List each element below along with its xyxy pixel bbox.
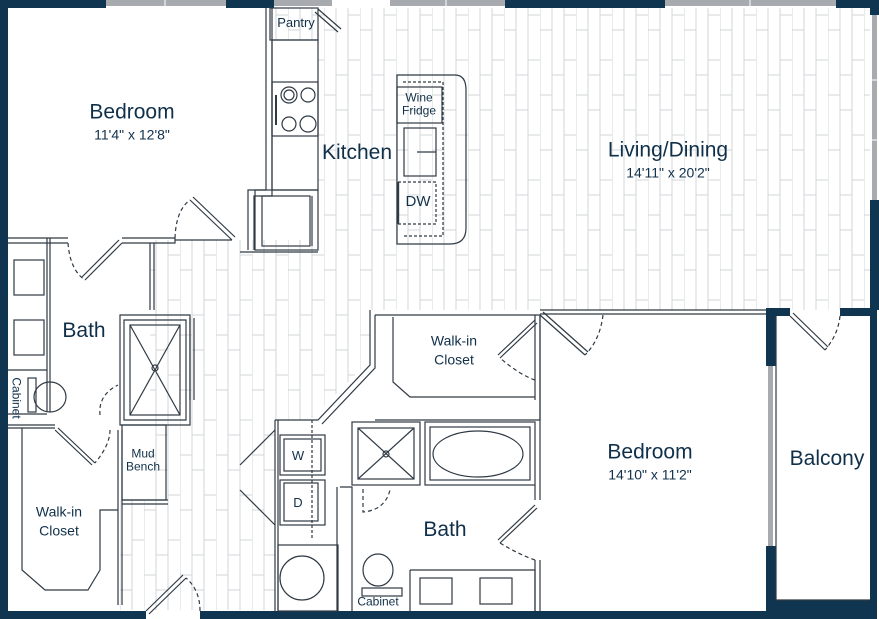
room-label-walk-in-closet-2: Walk-in Closet — [431, 333, 477, 366]
dryer-label: D — [293, 495, 303, 511]
wine-fridge-label: Wine Fridge — [402, 91, 436, 116]
cabinet-label-bath-1: Cabinet — [9, 377, 24, 419]
tiled-floor — [120, 8, 870, 610]
room-label-living-dining: Living/Dining 14'11" x 20'2" — [607, 138, 729, 181]
room-dimensions: 11'4" x 12'8" — [94, 126, 170, 143]
mud-bench-label: Mud Bench — [126, 447, 160, 472]
room-label-bedroom-2: Bedroom 14'10" x 11'2" — [607, 440, 693, 483]
windows — [106, 0, 879, 546]
wine-fridge-line1: Wine — [405, 90, 433, 105]
stove-icon — [271, 81, 319, 137]
room-name: Living/Dining — [607, 138, 729, 162]
closet-label-line2: Closet — [39, 522, 79, 538]
room-label-balcony: Balcony — [789, 446, 865, 470]
room-dimensions: 14'10" x 11'2" — [608, 466, 692, 483]
closet-label-line1: Walk-in — [430, 332, 478, 349]
room-name: Bedroom — [89, 100, 175, 124]
room-label-bath-2: Bath — [423, 517, 467, 541]
mud-bench-line1: Mud — [131, 446, 155, 461]
pantry-label: Pantry — [277, 15, 315, 31]
room-name: Bedroom — [607, 440, 693, 464]
room-label-bedroom-1: Bedroom 11'4" x 12'8" — [89, 100, 175, 143]
dishwasher-label: DW — [405, 193, 431, 211]
room-label-bath-1: Bath — [62, 318, 106, 342]
room-label-kitchen: Kitchen — [321, 140, 393, 164]
closet-label-line1: Walk-in — [35, 503, 83, 520]
room-dimensions: 14'11" x 20'2" — [626, 164, 710, 181]
washer-label: W — [291, 448, 305, 464]
closet-label-line2: Closet — [434, 351, 474, 367]
wine-fridge-line2: Fridge — [401, 103, 437, 117]
mud-bench-line2: Bench — [125, 459, 161, 473]
doors — [54, 8, 841, 615]
room-label-walk-in-closet-1: Walk-in Closet — [36, 504, 82, 537]
cabinet-label-bath-2: Cabinet — [357, 594, 399, 609]
